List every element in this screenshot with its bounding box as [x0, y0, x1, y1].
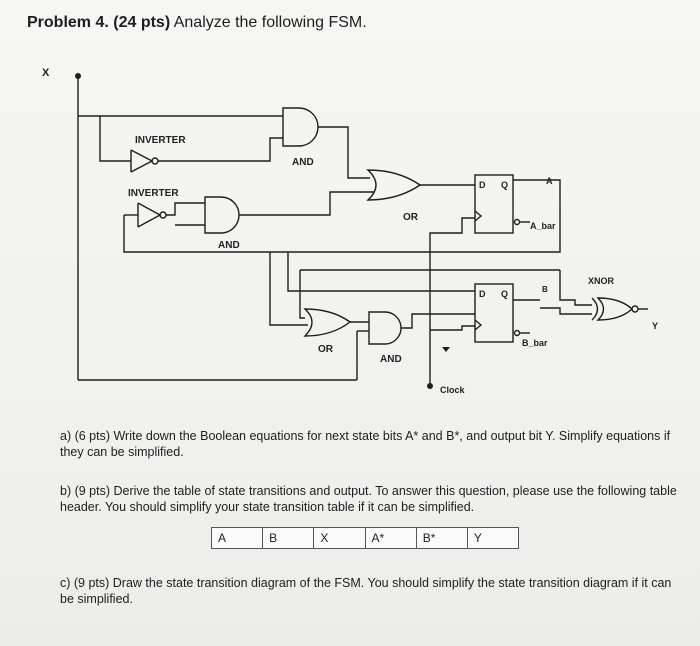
inverter1-to-and-wire	[158, 137, 283, 162]
and-left-gate	[204, 196, 240, 234]
or-bottom-gate	[303, 308, 352, 337]
header-cell-y: Y	[473, 531, 482, 545]
and-top-label: AND	[292, 157, 314, 168]
xnor-label: XNOR	[588, 276, 615, 286]
and-bottom-to-dff-wire	[401, 313, 475, 329]
dff-bottom	[474, 283, 514, 343]
a-feedback-wire	[123, 179, 561, 253]
and-left-to-or-wire	[239, 191, 374, 216]
a-to-dff-bottom-wire	[287, 252, 475, 292]
clock-label: Clock	[440, 385, 466, 395]
problem-title-text: Analyze the following FSM.	[170, 14, 367, 31]
and-bottom-label: AND	[380, 354, 402, 365]
b-to-xnor-wire	[559, 270, 592, 306]
dff-top-d-label: D	[479, 180, 486, 190]
b-to-or-bottom-wire	[299, 270, 305, 319]
clock-to-dff-top-wire	[429, 217, 475, 386]
output-a-bar-label: A_bar	[530, 221, 556, 231]
and-left-tap-wire	[269, 252, 308, 326]
header-cell-b-next: B*	[417, 528, 468, 548]
state-table-header: A B X A* B* Y	[211, 527, 519, 549]
inverter2-body	[137, 202, 162, 228]
xnor-back-arc	[591, 297, 599, 321]
inverter1-body	[130, 149, 154, 173]
clock-to-dff-bot-wire	[430, 325, 475, 331]
output-b-bar-label: B_bar	[522, 338, 548, 348]
dff-top	[474, 174, 514, 234]
question-c: c) (9 pts) Draw the state transition dia…	[60, 576, 672, 606]
and-left-label: AND	[218, 240, 240, 251]
cursor-arrow-icon	[442, 347, 450, 352]
header-cell-x: X	[314, 528, 366, 548]
header-cell-a-next: A*	[366, 528, 417, 548]
x-to-inverter1-wire	[99, 116, 131, 162]
and-top-to-or-wire	[318, 126, 370, 179]
question-b: b) (9 pts) Derive the table of state tra…	[60, 484, 677, 514]
input-x-label: X	[42, 67, 50, 79]
or-right-gate	[366, 169, 422, 201]
output-y-label: Y	[652, 321, 658, 331]
inverter2-label: INVERTER	[128, 188, 179, 199]
or-right-label: OR	[403, 212, 419, 223]
inverter2-to-and-wire	[166, 202, 205, 216]
and-bottom-gate	[368, 311, 402, 345]
xnor-gate	[596, 297, 634, 321]
and-top-gate	[282, 107, 319, 147]
dff-top-q-label: Q	[501, 180, 508, 190]
output-a-label: A	[546, 176, 553, 186]
dff-bottom-q-label: Q	[501, 289, 508, 299]
dff-bottom-d-label: D	[479, 289, 486, 299]
output-b-label: B	[542, 285, 548, 294]
header-cell-b: B	[263, 528, 315, 548]
or-bottom-label: OR	[318, 344, 334, 355]
fsm-circuit-diagram: X INVERTER AND INVERTER AND OR	[42, 67, 658, 395]
inverter1-label: INVERTER	[135, 135, 186, 146]
dff-bottom-qbar-bubble	[513, 329, 521, 337]
problem-title-bold: Problem 4. (24 pts)	[27, 14, 171, 31]
question-a: a) (6 pts) Write down the Boolean equati…	[60, 429, 671, 459]
dff-bottom-clock-mark	[474, 319, 483, 331]
dff-top-qbar-bubble	[513, 218, 521, 226]
problem-title: Problem 4. (24 pts) Analyze the followin…	[27, 14, 367, 32]
dff-top-clock-mark	[474, 210, 483, 222]
header-cell-a: A	[212, 528, 264, 548]
a-to-xnor-wire	[540, 307, 592, 315]
